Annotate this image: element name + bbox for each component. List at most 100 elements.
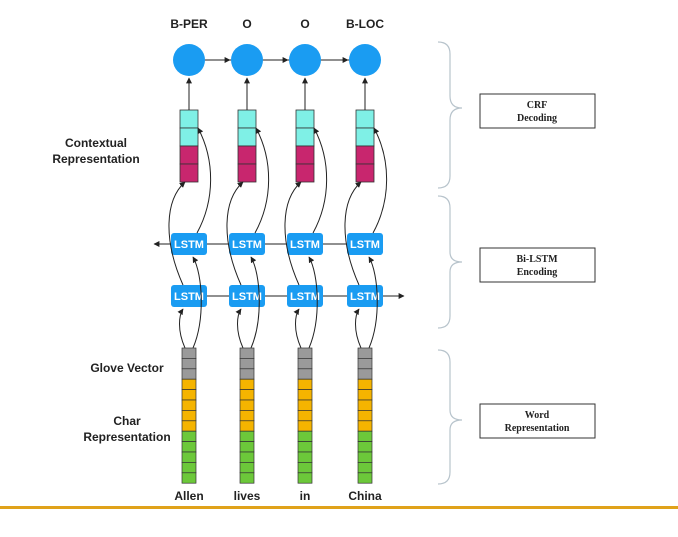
glove-vector-cell [181,347,197,359]
forward-lstm-box [171,285,207,307]
forward-context-cell [355,127,375,147]
char-orange-cell [181,420,197,432]
char-orange-cell [239,399,255,411]
char-green-cell [297,430,313,442]
char-orange-cell [357,399,373,411]
contextual-label-line1: Contextual [65,136,127,150]
char-orange-cell [357,410,373,422]
tag-label: O [242,17,251,31]
char-label-line2: Representation [83,430,170,444]
char-orange-cell [181,410,197,422]
backward-context-cell [237,163,257,183]
word-representation-box: Word Representation [479,403,596,439]
char-green-cell [239,451,255,463]
lstm-label: LSTM [350,239,380,251]
input-to-backward-lstm-arrow [308,256,318,349]
contextual-label-line2: Representation [52,152,139,166]
char-green-cell [239,472,255,484]
forward-context-cell [179,127,199,147]
char-label-line1: Char [113,414,141,428]
input-to-forward-lstm-arrow [177,308,186,349]
char-green-cell [357,462,373,474]
glove-vector-cell [239,368,255,380]
tag-label: B-LOC [346,17,384,31]
char-orange-cell [239,410,255,422]
char-green-cell [357,441,373,453]
lstm-label: LSTM [232,291,262,303]
char-orange-cell [297,378,313,390]
char-orange-cell [181,389,197,401]
bracket-crf [437,41,463,189]
crf-node [173,44,205,76]
bilstm-box-line2: Encoding [517,267,558,278]
lstm-label: LSTM [174,239,204,251]
glove-vector-cell [357,358,373,370]
glove-vector-cell [239,358,255,370]
bilstm-encoding-box: Bi-LSTM Encoding [479,247,596,283]
forward-context-cell [237,109,257,129]
crf-node [289,44,321,76]
char-orange-cell [181,399,197,411]
char-green-cell [181,472,197,484]
lstm-label: LSTM [174,291,204,303]
crf-box-line1: CRF [527,100,548,111]
input-to-backward-lstm-arrow [368,256,378,349]
forward-context-cell [355,109,375,129]
char-green-cell [181,462,197,474]
forward-context-cell [179,109,199,129]
glove-vector-label: Glove Vector [90,361,164,375]
backward-context-cell [179,163,199,183]
glove-vector-cell [181,358,197,370]
input-to-backward-lstm-arrow [192,256,202,349]
word-box-line2: Representation [505,423,570,434]
char-green-cell [181,441,197,453]
input-to-forward-lstm-arrow [293,308,302,349]
char-green-cell [239,430,255,442]
input-to-forward-lstm-arrow [353,308,362,349]
lstm-label: LSTM [350,291,380,303]
forward-lstm-to-context-arrow [344,181,362,286]
char-orange-cell [357,420,373,432]
char-green-cell [181,430,197,442]
crf-decoding-box: CRF Decoding [479,93,596,129]
glove-vector-cell [297,358,313,370]
char-orange-cell [297,420,313,432]
crf-node [349,44,381,76]
glove-vector-cell [297,347,313,359]
glove-vector-cell [297,368,313,380]
forward-lstm-box [287,285,323,307]
backward-context-cell [179,145,199,165]
backward-lstm-box [229,233,265,255]
backward-context-cell [295,163,315,183]
tag-label: O [300,17,309,31]
bracket-word [437,349,463,485]
glove-vector-cell [357,368,373,380]
word-label: China [348,489,382,503]
char-orange-cell [239,420,255,432]
backward-context-cell [295,145,315,165]
char-green-cell [297,462,313,474]
forward-lstm-to-context-arrow [168,181,186,286]
lstm-label: LSTM [232,239,262,251]
crf-node [231,44,263,76]
backward-context-cell [355,145,375,165]
bilstm-box-line1: Bi-LSTM [516,254,558,265]
char-orange-cell [297,410,313,422]
char-orange-cell [181,378,197,390]
char-green-cell [357,472,373,484]
bracket-bilstm [437,195,463,329]
glove-vector-cell [181,368,197,380]
input-to-backward-lstm-arrow [250,256,260,349]
forward-lstm-to-context-arrow [284,181,302,286]
backward-context-cell [237,145,257,165]
tag-label: B-PER [170,17,208,31]
backward-lstm-to-context-arrow [196,127,212,234]
forward-lstm-box [347,285,383,307]
forward-context-cell [237,127,257,147]
backward-lstm-to-context-arrow [312,127,328,234]
backward-lstm-box [171,233,207,255]
forward-lstm-box [229,285,265,307]
